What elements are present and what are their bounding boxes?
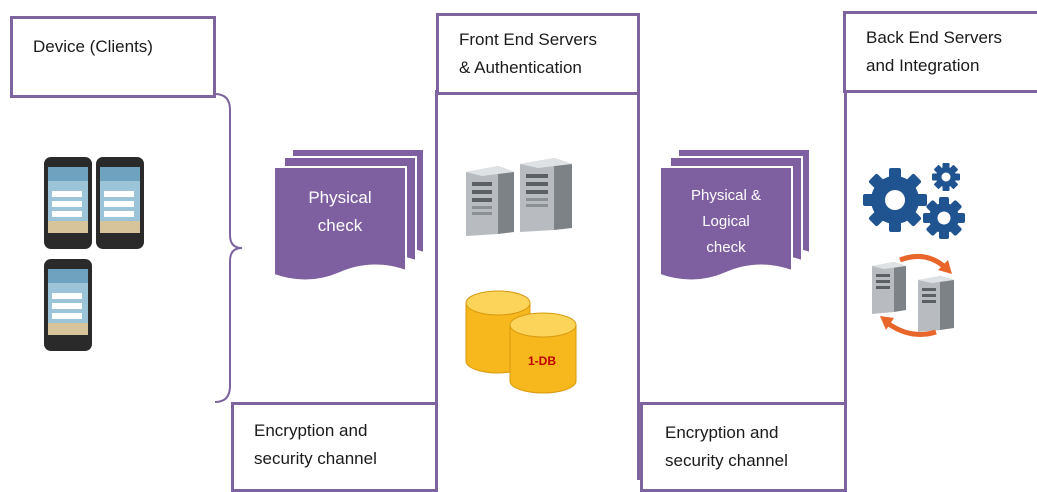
smartphone-icon [96, 157, 144, 249]
smartphone-icon [44, 259, 92, 351]
channel-left-line2: security channel [254, 449, 377, 468]
physical-logical-check-label: Physical & Logical check [660, 183, 792, 261]
database-label: 1-DB [528, 354, 557, 368]
channel-left-line1: Encryption and [254, 421, 368, 440]
gears-icon [863, 163, 965, 239]
encryption-channel-left: Encryption and security channel [231, 402, 438, 492]
physical-check-doc-icon [273, 148, 425, 282]
channel-right-line2: security channel [665, 451, 788, 470]
divider-back-left [844, 90, 847, 480]
device-clients-label: Device (Clients) [33, 37, 153, 56]
physical-check-line1: Physical [308, 188, 372, 207]
divider-front-right [637, 90, 640, 480]
device-clients-header: Device (Clients) [10, 16, 216, 98]
front-end-label-line2: & Authentication [459, 58, 582, 77]
physical-logical-line2: Logical [702, 213, 750, 230]
physical-logical-check-doc-icon [659, 148, 811, 282]
encryption-channel-right: Encryption and security channel [640, 402, 847, 492]
server-icon [520, 158, 572, 232]
physical-logical-line3: check [706, 239, 746, 256]
front-end-header: Front End Servers & Authentication [436, 13, 640, 95]
physical-check-line2: check [317, 216, 363, 235]
back-end-label-line2: and Integration [866, 56, 980, 75]
server-icon [466, 166, 514, 236]
server-sync-icon [872, 253, 954, 337]
physical-check-label: Physical check [274, 184, 406, 240]
device-bracket [214, 93, 243, 403]
divider-front-left [435, 90, 438, 480]
physical-logical-line1: Physical & [690, 187, 762, 204]
front-end-label-line1: Front End Servers [459, 30, 597, 49]
channel-right-line1: Encryption and [665, 423, 779, 442]
smartphone-icon [44, 157, 92, 249]
back-end-header: Back End Servers and Integration [843, 11, 1037, 93]
back-end-label-line1: Back End Servers [866, 28, 1003, 47]
database-icon [465, 290, 577, 394]
